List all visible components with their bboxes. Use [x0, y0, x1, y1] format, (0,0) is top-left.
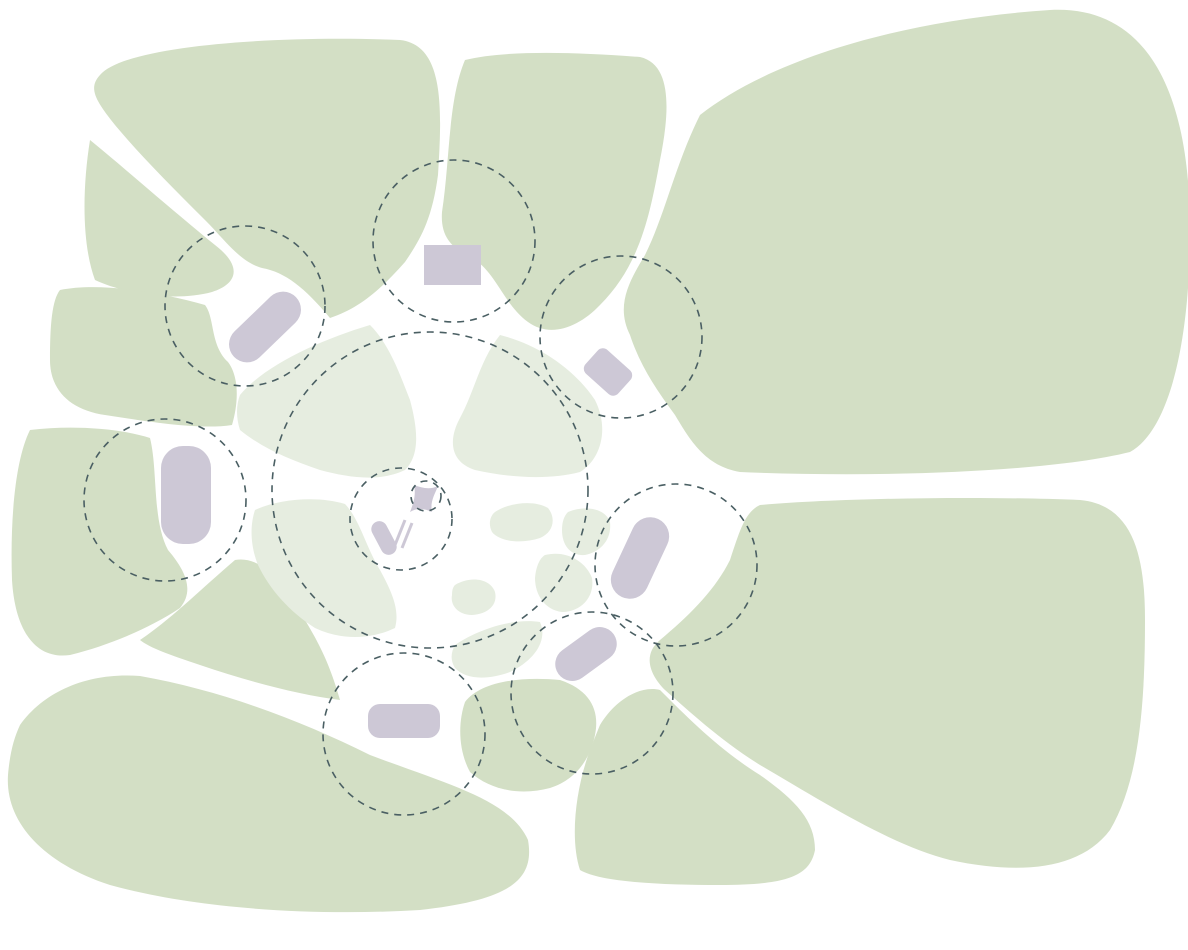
buildings: [161, 245, 670, 738]
circle-bottom: [322, 652, 486, 816]
green-region-bottom-left-wedge: [140, 559, 340, 700]
circle-center-tiny: [410, 480, 442, 512]
light-patch-upper-right: [452, 335, 603, 478]
green-region-top-center: [441, 52, 667, 330]
circle-upper-right: [539, 255, 703, 419]
building-upper-left: [229, 291, 301, 363]
green-region-top-right: [623, 9, 1188, 475]
green-region-top-left: [94, 38, 441, 319]
circle-central-large: [271, 331, 589, 649]
light-patch-left: [251, 499, 397, 637]
green-region-bottom-right-small: [574, 689, 815, 885]
building-lower-right: [555, 627, 617, 681]
circle-left: [83, 418, 247, 582]
building-top: [424, 245, 481, 285]
building-left: [161, 446, 211, 544]
building-center-pillar: [371, 521, 397, 555]
circle-top: [372, 159, 536, 323]
building-upper-right: [583, 348, 633, 396]
light-patch-center-oval: [489, 503, 553, 542]
light-patch-right-lower: [535, 553, 593, 612]
green-region-bottom-left: [7, 675, 530, 913]
outer-green-regions: [7, 9, 1188, 913]
building-bottom: [368, 704, 440, 738]
circle-right: [594, 483, 758, 647]
circle-center-small: [349, 467, 453, 571]
building-right: [610, 517, 670, 599]
center-line-2: [400, 522, 414, 549]
light-patch-bottom-sliver: [451, 621, 543, 678]
center-star-shape: [410, 485, 438, 512]
dashed-circles: [83, 159, 758, 816]
circle-upper-left: [164, 225, 326, 387]
circle-lower-right: [510, 611, 674, 775]
central-feature: [393, 485, 438, 549]
green-region-bottom-right: [649, 497, 1145, 868]
light-patch-upper-left: [237, 325, 417, 478]
light-patch-bottom-blob: [451, 579, 496, 615]
green-region-left-middle: [50, 287, 237, 427]
inner-plaza-patches: [237, 325, 611, 678]
green-region-bottom-center: [460, 678, 597, 792]
green-region-left-lower: [11, 427, 188, 656]
green-region-left-upper: [84, 140, 234, 297]
center-line-1: [393, 519, 407, 546]
